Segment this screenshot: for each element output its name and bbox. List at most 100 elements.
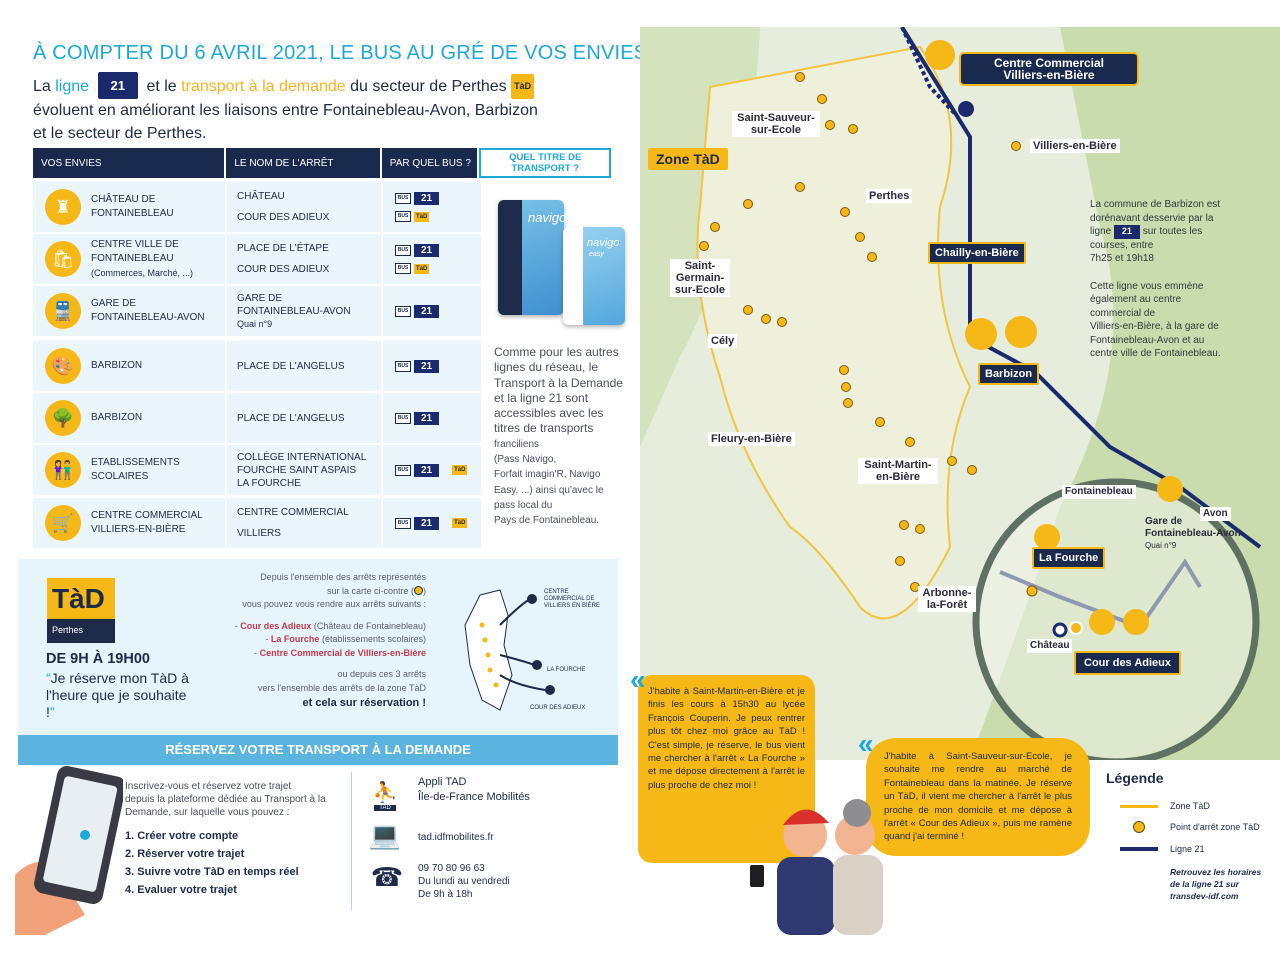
phone-icon: ☎ [370,862,404,892]
tad-hours: DE 9H À 19H00 [46,651,150,667]
svg-text:COMMERCIAL DE: COMMERCIAL DE [544,596,594,602]
bus-icon: BUS [395,263,411,274]
page-title: À COMPTER DU 6 AVRIL 2021, LE BUS AU GRÉ… [33,42,659,64]
navigo-cards: navigo navigo easy [493,195,633,325]
mini-map: CENTRE COMMERCIAL DE VILLIERS EN BIÈRE L… [464,589,600,711]
line-21-badge: 21 [97,72,138,99]
phone-hand-illustration [15,766,123,935]
step-4: 4. Evaluer votre trajet [125,884,237,896]
tad-badge: TàD [414,263,430,274]
tad-panel [18,559,618,735]
line-21-badge: 21 [414,304,440,318]
row-envie: BARBIZON [91,360,143,371]
bus-icon: BUS [395,305,411,317]
tad-badge: TàD [414,211,430,222]
table-header: VOS ENVIES LE NOM DE L'ARRÊT PAR QUEL BU… [33,148,613,178]
row-stop: PLACE DE L'ANGELUS [227,393,381,443]
train-icon: 🚆 [45,293,81,329]
castle-icon: ♜ [45,189,81,225]
tad-badge: TàD [452,465,468,475]
bus-icon: BUS [395,245,411,256]
step-1: 1. Créer votre compte [125,830,239,842]
line-21-badge: 21 [414,463,440,477]
tad-sector: Perthes [47,619,115,643]
quote-icon: « [858,728,874,759]
svg-text:LA FOURCHE: LA FOURCHE [547,667,585,673]
zone-line-icon [1120,804,1158,808]
bus-icon: BUS [395,360,411,372]
intro-text: La ligne 21 et le transport à la demande… [33,72,623,145]
quote-icon: « [630,664,646,695]
header-arret: LE NOM DE L'ARRÊT [226,148,380,178]
tad-badge: TàD [452,518,468,528]
tree-icon: 🌳 [45,400,81,436]
speech-bubble-senior: J'habite à Saint-Sauveur-sur-Ecole, je s… [866,738,1090,856]
header-envies: VOS ENVIES [33,148,225,178]
web-link[interactable]: tad.idfmobilites.fr [418,832,494,843]
step-2: 2. Réserver votre trajet [125,848,245,860]
bus-icon: BUS [395,464,411,476]
line-21-badge: 21 [414,411,440,425]
divider [351,772,352,910]
pin-icon [545,685,555,695]
zone-tad-label: Zone TàD [648,148,728,170]
speech-bubble-student: J'habite à Saint-Martin-en-Bière et je f… [638,675,815,863]
svg-text:VILLIERS EN BIÈRE: VILLIERS EN BIÈRE [544,602,600,609]
stop-dot-icon [1133,821,1145,833]
legend: Légende Zone TàD Point d'arrêt zone TàD … [1106,770,1262,901]
header-titre: QUEL TITRE DE TRANSPORT ? [479,148,611,178]
bus-icon: BUS [395,193,411,204]
bus-icon: BUS [395,412,411,424]
booking-steps: Inscrivez-vous et réservez votre trajet … [125,780,350,899]
tad-quote: “Je réserve mon TàD à l'heure que je sou… [46,670,189,720]
pin-icon [527,594,537,604]
stop-dot-icon [414,585,423,595]
palette-icon: 🎨 [45,348,81,384]
header-bus: PAR QUEL BUS ? [381,148,478,178]
navigo-card: navigo [498,200,566,315]
line-21-badge: 21 [414,244,440,257]
step-3: 3. Suivre votre TàD en temps réel [125,866,299,878]
laptop-icon: 💻 [368,820,402,850]
booking-banner: RÉSERVEZ VOTRE TRANSPORT À LA DEMANDE [18,735,618,765]
cart-icon: 🛒 [45,505,81,541]
line-21-badge: 21 [414,516,440,530]
row-stop: PLACE DE L'ANGELUS [227,341,381,391]
bus-icon: BUS [395,211,411,222]
line-21-badge: 21 [414,359,440,373]
navigo-easy-card: navigo easy [563,227,625,325]
row-envie: BARBIZON [91,412,143,423]
svg-text:CENTRE: CENTRE [544,589,569,595]
bus-icon: BUS [395,517,411,529]
svg-text:COUR DES ADIEUX: COUR DES ADIEUX [530,705,585,711]
map: Saint-Sauveur-sur-Ecole Perthes Saint-Ge… [640,27,1280,760]
